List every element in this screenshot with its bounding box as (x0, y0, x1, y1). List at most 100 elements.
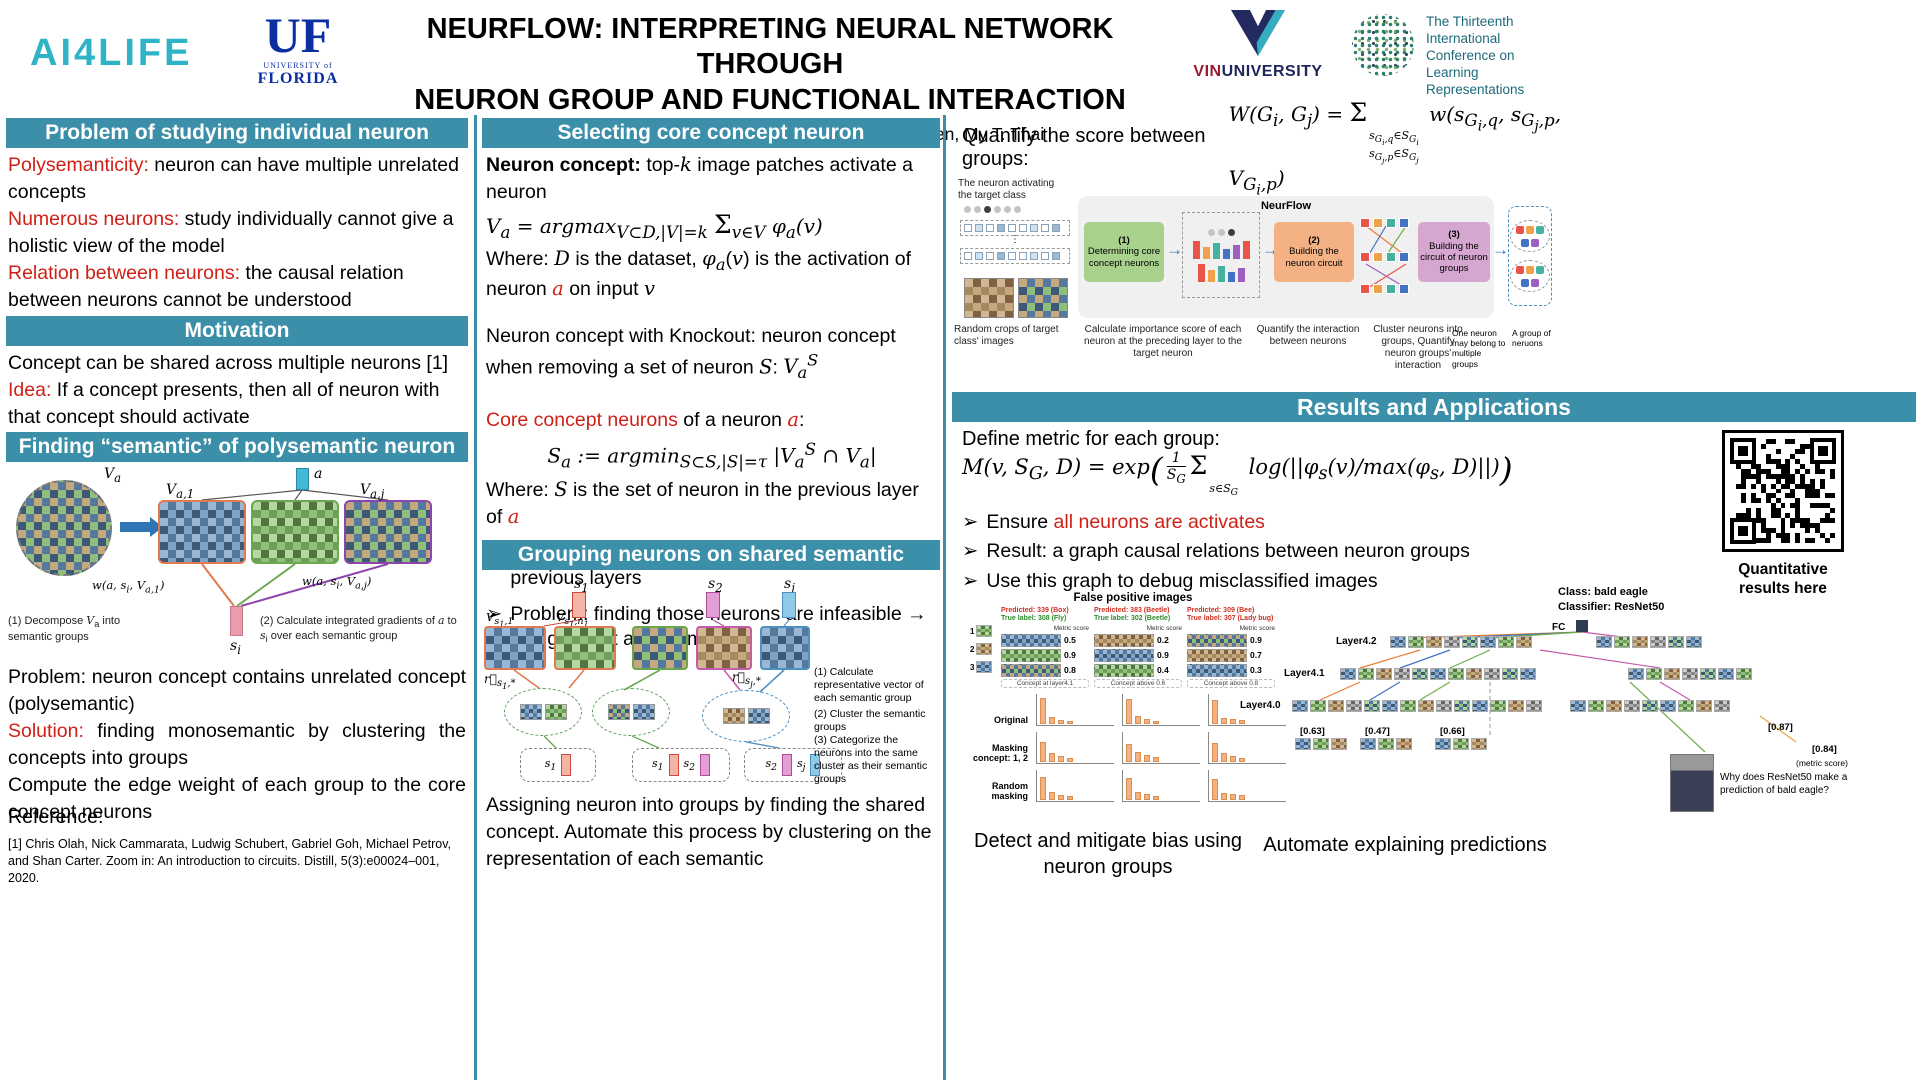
qr-code (1722, 430, 1844, 552)
motivation-text: Concept can be shared across multiple ne… (8, 350, 466, 431)
metric-score-5: [0.84] (1812, 744, 1837, 755)
score-thumbs-2 (1360, 738, 1412, 750)
fc-label: FC (1552, 622, 1566, 633)
bias-figure-caption: Detect and mitigate bias using neuron gr… (974, 830, 1242, 878)
motivation-line: Concept can be shared across multiple ne… (8, 352, 449, 374)
layer41-thumbs-right (1628, 668, 1752, 680)
reference-heading: Reference: (8, 806, 104, 828)
bar-chart (1208, 693, 1286, 726)
neuron-concept-line: Neuron concept: top-k image patches acti… (486, 153, 913, 203)
bias-panel-3: Predicted: 309 (Bee) True label: 307 (La… (1187, 607, 1275, 688)
neuron-circuit-graph (1358, 212, 1416, 298)
grouping-diagram: s1 s2 sj Vs1,1 Vs1,n1 r⃗s1,* r⃗sj,* s1 s… (484, 576, 938, 785)
section-header-results: Results and Applications (952, 392, 1916, 422)
bar-chart (1036, 731, 1114, 764)
column-divider-2 (943, 115, 946, 1080)
r-s1-label: r⃗s1,* (484, 672, 516, 692)
finding-caption-2: (2) Calculate integrated gradients of a … (260, 614, 457, 644)
qr-finder-icon (1730, 438, 1756, 464)
where-previous-layer-line: Where: S is the set of neuron in the pre… (486, 478, 919, 529)
bias-thumb (976, 643, 993, 655)
bullet-arrow-icon: ➢ (962, 569, 979, 592)
metric-score-4: [0.87] (1768, 722, 1793, 733)
bar-chart (1208, 769, 1286, 802)
bias-figure-title: False positive images (1073, 592, 1193, 604)
knockout-line: Neuron concept with Knockout: neuron con… (486, 325, 896, 383)
finding-diagram-lines (201, 489, 389, 607)
grouping-step-1: (1) Calculate representative vector of e… (814, 666, 924, 705)
metric-score-3: [0.66] (1440, 726, 1465, 737)
iclr-logo: The Thirteenth International Conference … (1352, 14, 1566, 98)
semantic-patch-group-1 (484, 626, 546, 670)
section-header-finding-semantic: Finding “semantic” of polysemantic neuro… (6, 432, 468, 462)
idea-line: Idea: If a concept presents, then all of… (8, 378, 440, 428)
bias-chart-row-masking: Masking concept: 1, 2 (970, 731, 1296, 764)
class-label: Class: bald eagle (1558, 586, 1648, 598)
solution-line: Solution: finding monosemantic by cluste… (8, 719, 466, 769)
bar-chart (1036, 693, 1114, 726)
sj-bar (810, 754, 821, 776)
bar-chart (1208, 731, 1286, 764)
grouping-bottom-text: Assigning neuron into groups by finding … (486, 794, 932, 870)
s1-bar (561, 754, 572, 776)
si-label: si (230, 638, 241, 657)
results-bullet-3: ➢Use this graph to debug misclassified i… (962, 569, 1702, 594)
layer40-thumbs (1292, 700, 1542, 712)
vinuniversity-logo: VINUNIVERSITY (1183, 10, 1333, 81)
layer42-thumbs-right (1596, 636, 1702, 648)
problem-item-1: Polysemanticity: neuron can have multipl… (8, 154, 459, 203)
finding-caption-1: (1) Decompose Va into semantic groups (8, 614, 121, 643)
qr-caption: Quantitative results here (1738, 561, 1828, 598)
metric-score-1: [0.63] (1300, 726, 1325, 737)
s2-bar (699, 754, 710, 776)
why-question-label: Why does ResNet50 make a prediction of b… (1720, 772, 1848, 796)
random-crop-image-1 (964, 278, 1014, 318)
layer42-label: Layer4.2 (1336, 636, 1377, 647)
si-square (230, 606, 243, 636)
section-header-grouping: Grouping neurons on shared semantic (482, 540, 940, 570)
bias-chart-row-original: Original (970, 693, 1296, 726)
cluster-ellipse-1 (504, 688, 582, 736)
sj-neuron-rect (782, 592, 796, 618)
bullet-arrow-icon: ➢ (486, 602, 503, 625)
pipeline-caption-3: Cluster neurons into groups, Quantify ne… (1373, 324, 1463, 371)
results-bullet-1: ➢Ensure all neurons are activates (962, 510, 1702, 535)
neuron-groups-box (1508, 206, 1552, 306)
title-line-1: NEURFLOW: INTERPRETING NEURAL NETWORK TH… (426, 13, 1114, 81)
bar-chart (1122, 769, 1200, 802)
ai4life-logo: AI4LIFE (30, 32, 193, 74)
finding-bottom-text: Problem: neuron concept contains unrelat… (8, 664, 466, 825)
semantic-group-box-1 (158, 500, 246, 564)
results-bullet-2: ➢Result: a graph causal relations betwee… (962, 539, 1702, 564)
poster-header: AI4LIFE UF UNIVERSITY of FLORIDA NEURFLO… (0, 0, 1920, 144)
define-metric-line: Define metric for each group: (962, 428, 1220, 450)
pipeline-box-2: (2)Building the neuron circuit (1274, 222, 1354, 282)
edge-weight-line: Compute the edge weight of each group to… (8, 773, 466, 823)
bar-chart (1122, 731, 1200, 764)
semantic-group-box-2 (251, 500, 339, 564)
person-photo (1670, 754, 1714, 812)
qr-finder-icon (1730, 518, 1756, 544)
core-concept-line: Core concept neurons of a neuron a: (486, 407, 805, 431)
vs11-label: Vs1,1 (486, 610, 514, 630)
score-thumbs-3 (1435, 738, 1487, 750)
score-thumbs-1 (1295, 738, 1347, 750)
random-crop-image-2 (1018, 278, 1068, 318)
group-note: A group of neruons (1512, 328, 1551, 349)
semantic-patch-group-2 (554, 626, 616, 670)
vinuniversity-v-icon (1231, 10, 1285, 56)
random-crops-caption: Random crops of target class' images (954, 324, 1059, 347)
bias-panel-1: Predicted: 339 (Box) True label: 308 (Fl… (1001, 607, 1089, 688)
qr-finder-icon (1810, 438, 1836, 464)
cluster-ellipse-2 (592, 688, 670, 736)
s2-neuron-rect (706, 592, 720, 618)
metric-score-2: [0.47] (1365, 726, 1390, 737)
semantic-group-box-3 (344, 500, 432, 564)
bias-figure: False positive images 1 2 3 Predicted: 3… (970, 592, 1296, 824)
classifier-label: Classifier: ResNet50 (1558, 601, 1665, 613)
neuron-concept-formula: Va = argmaxV⊂D,|V|=k Σv∈V φa(v) (486, 209, 823, 242)
section-header-motivation: Motivation (6, 316, 468, 346)
uf-florida: FLORIDA (257, 70, 339, 87)
pipeline-arrow-icon: → (1492, 240, 1509, 259)
